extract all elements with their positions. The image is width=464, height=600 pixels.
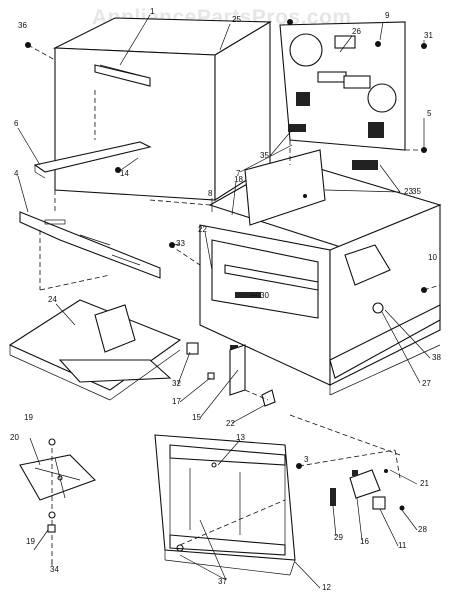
callout-5: 5 <box>427 109 432 118</box>
callout-4: 4 <box>14 169 19 178</box>
callout-15: 15 <box>192 413 201 422</box>
assembly-guide-lines <box>27 44 441 565</box>
callout-34: 34 <box>50 565 59 574</box>
small-hardware-parts <box>25 19 427 552</box>
callout-29: 29 <box>334 533 343 542</box>
callout-22: 22 <box>198 225 207 234</box>
callout-20: 20 <box>10 433 19 442</box>
callout-19: 19 <box>24 413 33 422</box>
callout-28: 28 <box>418 525 427 534</box>
top-cover-part <box>52 17 272 202</box>
callout-23: 23 <box>404 187 413 196</box>
callout-3: 3 <box>304 455 309 464</box>
callout-22: 22 <box>226 419 235 428</box>
callout-30: 30 <box>260 291 269 300</box>
callout-8: 8 <box>208 189 213 198</box>
callout-1: 1 <box>150 7 155 16</box>
rear-panel-part <box>279 21 406 170</box>
callout-33: 33 <box>176 239 185 248</box>
base-tray-part <box>19 211 161 279</box>
leader-lines <box>17 14 431 589</box>
callout-25: 25 <box>232 15 241 24</box>
callout-18: 18 <box>234 175 243 184</box>
bottom-plate-part <box>8 299 182 401</box>
callout-13: 13 <box>236 433 245 442</box>
callout-27: 27 <box>422 379 431 388</box>
callout-37: 37 <box>218 577 227 586</box>
oven-cavity-part <box>199 149 442 396</box>
callout-7: 7 <box>236 169 241 178</box>
callout-26: 26 <box>352 27 361 36</box>
callout-21: 21 <box>420 479 429 488</box>
callout-11: 11 <box>398 541 407 550</box>
callout-36: 36 <box>18 21 27 30</box>
callout-35: 35 <box>412 187 421 196</box>
callout-12: 12 <box>322 583 331 592</box>
callout-35: 35 <box>260 151 269 160</box>
callout-24: 24 <box>48 295 57 304</box>
callout-38: 38 <box>432 353 441 362</box>
callout-32: 32 <box>172 379 181 388</box>
door-frame-part <box>154 434 296 576</box>
callout-9: 9 <box>385 11 390 20</box>
callout-10: 10 <box>428 253 437 262</box>
callout-19: 19 <box>26 537 35 546</box>
stirrer-fan-part <box>19 454 96 501</box>
callout-6: 6 <box>14 119 19 128</box>
callout-31: 31 <box>424 31 433 40</box>
callout-17: 17 <box>172 397 181 406</box>
callout-14: 14 <box>120 169 129 178</box>
callout-16: 16 <box>360 537 369 546</box>
bracket-part <box>33 141 152 179</box>
